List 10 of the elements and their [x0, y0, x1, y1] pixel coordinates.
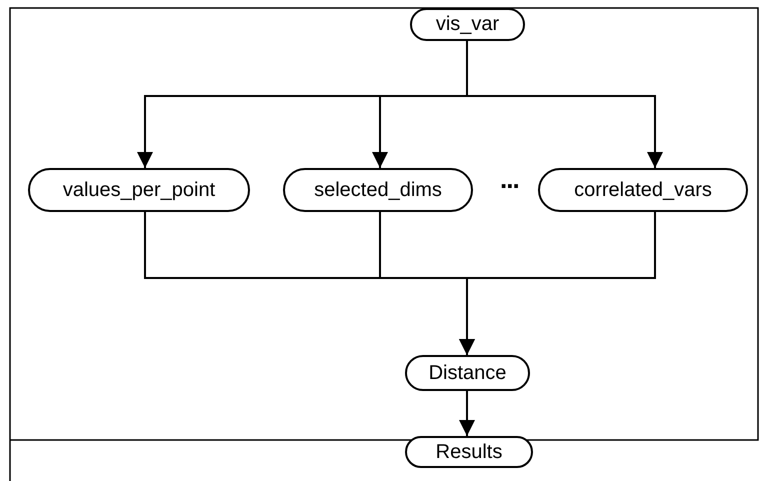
ellipsis: ...	[500, 166, 519, 192]
process-pill: vis_var	[410, 8, 525, 41]
process-pill: Results	[405, 436, 533, 468]
process-pill: selected_dims	[283, 168, 473, 212]
arrow	[459, 391, 475, 436]
arrow	[466, 41, 663, 168]
arrow	[459, 212, 656, 355]
process-pill: Distance	[405, 355, 530, 391]
process-pill: values_per_point	[28, 168, 250, 212]
process-pill: correlated_vars	[538, 168, 748, 212]
